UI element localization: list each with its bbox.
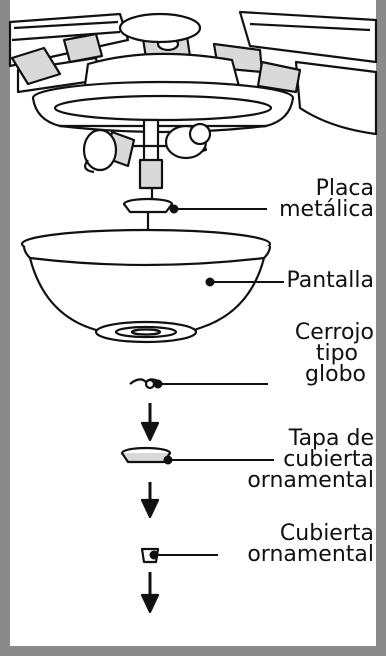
label-pantalla: Pantalla: [286, 268, 374, 293]
label-cerrojo-line3: globo: [305, 362, 366, 387]
label-cubierta-ornamental: Cubierta ornamental: [247, 521, 374, 567]
label-tapa-line1: Tapa de: [288, 426, 374, 451]
label-cubierta-line2: ornamental: [247, 542, 374, 567]
finial-cap-part: [120, 446, 172, 464]
label-tapa-line3: ornamental: [247, 468, 374, 493]
label-cerrojo-line2: tipo: [315, 341, 358, 366]
switch-housing: [31, 80, 295, 134]
label-placa-metalica: Placa metálica: [279, 176, 374, 222]
glass-shade-part: [20, 228, 272, 344]
label-cerrojo-tipo-globo: Cerrojo tipo globo: [294, 320, 374, 387]
label-placa-line1: Placa: [315, 176, 374, 201]
label-cerrojo-line1: Cerrojo: [294, 320, 374, 345]
label-tapa-line2: cubierta: [283, 447, 374, 472]
label-placa-line2: metálica: [279, 197, 374, 222]
leader-lines: [149, 204, 284, 560]
metal-plate-part: [122, 197, 174, 232]
blade-brackets: [10, 28, 302, 94]
label-cubierta-line1: Cubierta: [279, 521, 374, 546]
down-arrows: [140, 403, 160, 614]
light-sockets: [82, 118, 212, 206]
label-pantalla-text: Pantalla: [286, 268, 374, 293]
label-tapa-cubierta-ornamental: Tapa de cubierta ornamental: [247, 426, 374, 493]
